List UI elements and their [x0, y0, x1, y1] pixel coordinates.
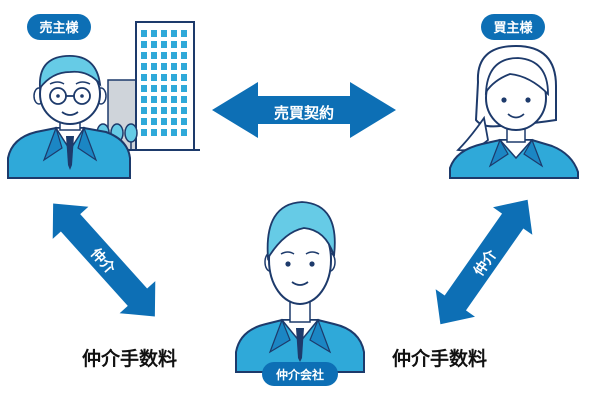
building-window [151, 41, 157, 48]
building-window [181, 74, 187, 81]
sales-contract-arrow: 売買契約 [212, 82, 396, 138]
brokerage-arrow-right: 仲介 [435, 199, 533, 325]
building-window [141, 41, 147, 48]
building-window [161, 107, 167, 114]
agency-label: 仲介会社 [276, 367, 324, 382]
building-window [161, 129, 167, 136]
building-window [141, 118, 147, 125]
building-window [151, 74, 157, 81]
building-window [141, 52, 147, 59]
building-window [141, 96, 147, 103]
building-window [161, 41, 167, 48]
building-window [151, 30, 157, 37]
building-window [181, 129, 187, 136]
building-window [151, 129, 157, 136]
building-window [181, 30, 187, 37]
building-window [171, 118, 177, 125]
young-man-icon [235, 201, 365, 373]
building-window [151, 63, 157, 70]
brokerage-arrow-left: 仲介 [52, 203, 156, 317]
fee-label-right: 仲介手数料 [392, 348, 488, 370]
building-window [171, 85, 177, 92]
seller-label: 売主様 [39, 20, 79, 36]
building-window [161, 118, 167, 125]
building-window [181, 107, 187, 114]
building-window [181, 118, 187, 125]
seller-badge: 売主様 [27, 14, 91, 40]
building-window [181, 63, 187, 70]
building-window [171, 41, 177, 48]
elderly-man-icon [7, 55, 131, 179]
building-window [161, 63, 167, 70]
building-window [141, 129, 147, 136]
building-window [141, 30, 147, 37]
building-window [181, 52, 187, 59]
building-window [181, 85, 187, 92]
building-window [141, 63, 147, 70]
building-window [171, 30, 177, 37]
building-window [181, 96, 187, 103]
building-window [141, 85, 147, 92]
buyer-label: 買主様 [493, 20, 533, 36]
building-window [171, 63, 177, 70]
building-window [161, 30, 167, 37]
building-window [141, 107, 147, 114]
woman-icon [449, 44, 579, 179]
building-window [161, 52, 167, 59]
building-window [151, 107, 157, 114]
building-window [151, 118, 157, 125]
building-window [181, 41, 187, 48]
building-window [151, 96, 157, 103]
building-window [171, 74, 177, 81]
sales-contract-label: 売買契約 [274, 104, 334, 122]
building-window [171, 52, 177, 59]
building-window [141, 74, 147, 81]
building-window [161, 96, 167, 103]
building-window [161, 74, 167, 81]
building-window [171, 129, 177, 136]
agency-badge: 仲介会社 [262, 362, 338, 386]
buyer-badge: 買主様 [481, 14, 545, 40]
building-window [171, 96, 177, 103]
fee-label-left: 仲介手数料 [82, 348, 178, 370]
office-building-icon [96, 21, 200, 151]
building-window [151, 52, 157, 59]
building-window [171, 107, 177, 114]
building-window [161, 85, 167, 92]
building-window [151, 85, 157, 92]
